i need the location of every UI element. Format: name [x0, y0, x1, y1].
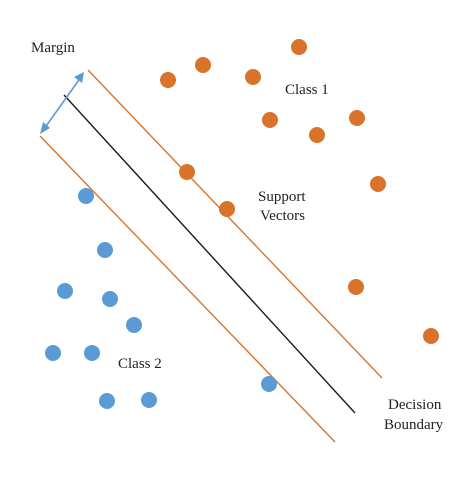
class1-point: [245, 69, 261, 85]
support-vector-point: [219, 201, 235, 217]
class1-point: [160, 72, 176, 88]
class2-point: [84, 345, 100, 361]
class2-label: Class 2: [118, 356, 162, 372]
support-vectors-label-line1: Support: [258, 189, 306, 205]
support-vector-point: [261, 376, 277, 392]
upper-margin-line: [87, 69, 383, 379]
class2-point: [99, 393, 115, 409]
decision-boundary-line: [63, 94, 356, 414]
class1-point: [195, 57, 211, 73]
class1-point: [423, 328, 439, 344]
class2-point: [141, 392, 157, 408]
class1-point: [370, 176, 386, 192]
class2-point: [78, 188, 94, 204]
margin-arrow: [40, 72, 84, 134]
class2-point: [126, 317, 142, 333]
class1-label: Class 1: [285, 82, 329, 98]
support-vector-point: [179, 164, 195, 180]
class2-point: [102, 291, 118, 307]
class1-point: [262, 112, 278, 128]
decision-boundary-label-line2: Boundary: [384, 417, 444, 433]
class1-point: [309, 127, 325, 143]
class1-points: [160, 39, 439, 344]
margin-arrowhead-top: [74, 72, 84, 83]
support-vectors-label-line2: Vectors: [260, 208, 305, 224]
class2-points: [45, 188, 277, 409]
margin-label: Margin: [31, 40, 75, 56]
class2-point: [45, 345, 61, 361]
class2-point: [97, 242, 113, 258]
decision-boundary-label-line1: Decision: [388, 397, 442, 413]
class1-point: [291, 39, 307, 55]
lower-margin-line: [39, 135, 336, 443]
margin-arrow-shaft: [43, 76, 82, 130]
class1-point: [349, 110, 365, 126]
class2-point: [57, 283, 73, 299]
class1-point: [348, 279, 364, 295]
margin-arrowhead-bottom: [40, 122, 50, 134]
